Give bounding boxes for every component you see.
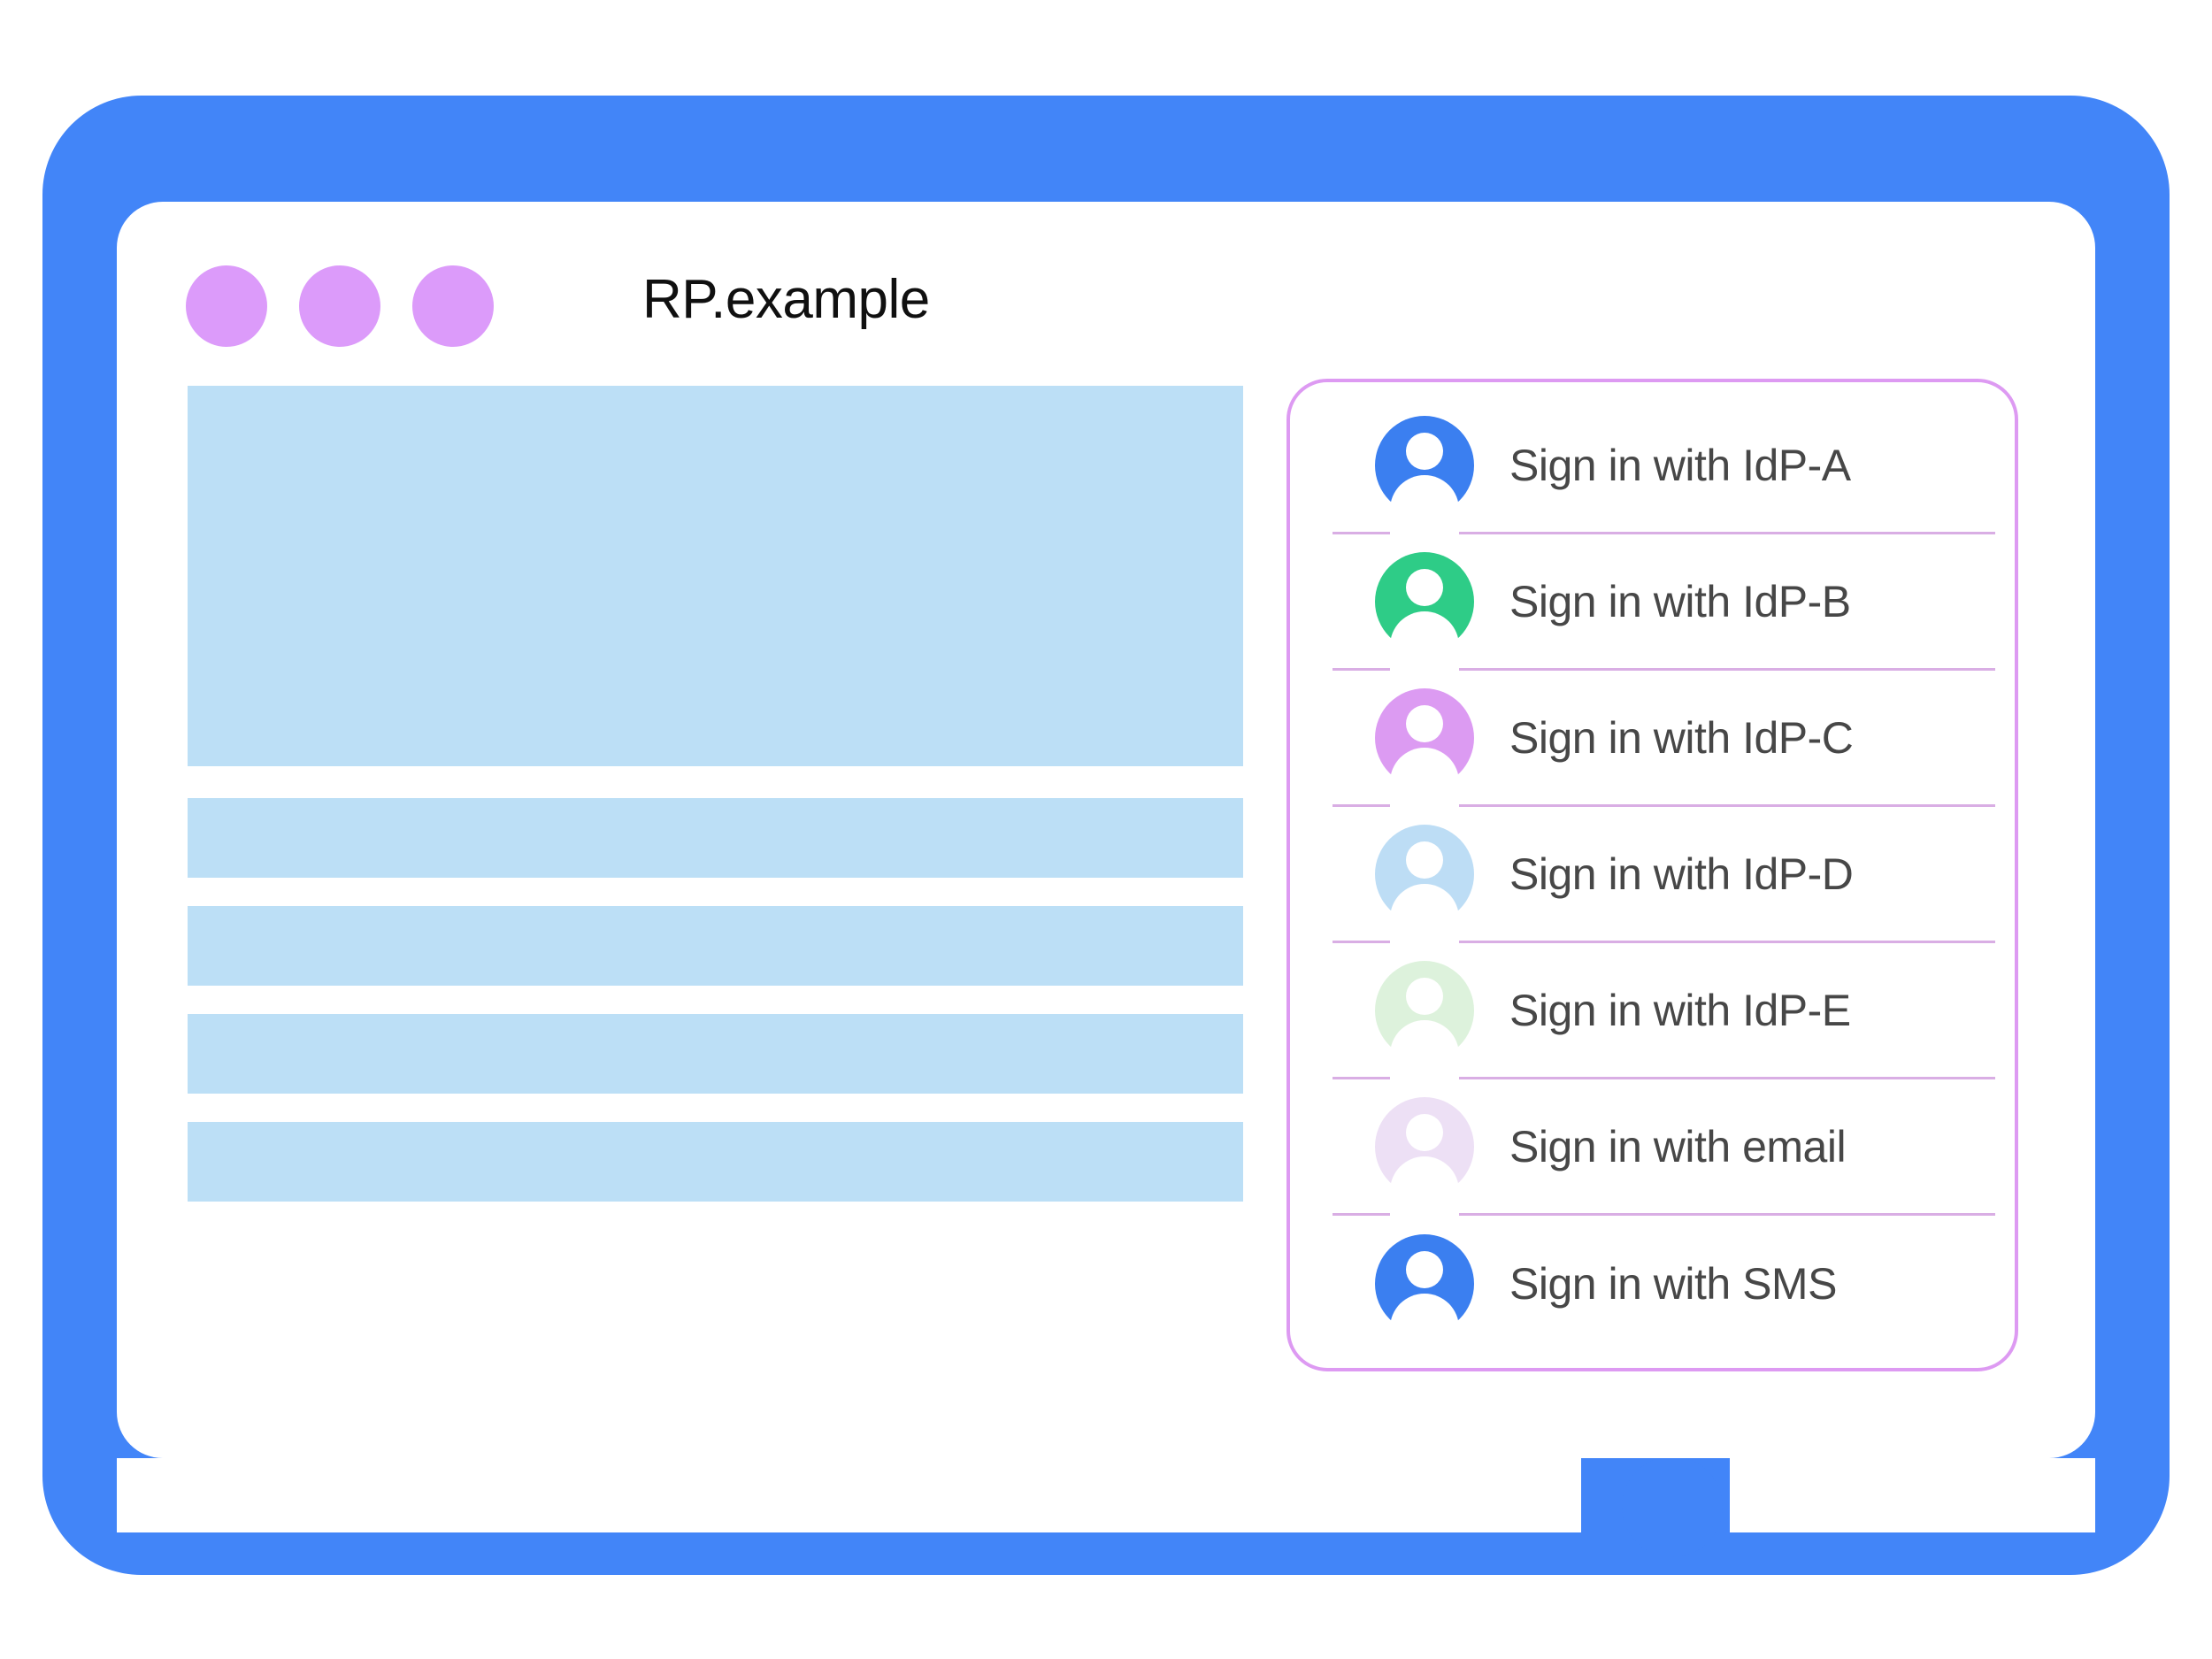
window-control-dot-3[interactable]	[412, 265, 494, 347]
signin-option-idp-a[interactable]: Sign in with IdP-A	[1333, 398, 1995, 544]
signin-option-label: Sign in with email	[1509, 1121, 1847, 1171]
home-button[interactable]	[1622, 1456, 1723, 1557]
account-avatar-icon	[1375, 551, 1474, 680]
browser-window: RP.example Sign in with IdP-A Sign in wi…	[117, 202, 2095, 1458]
account-avatar-icon	[1375, 960, 1474, 1089]
window-controls	[186, 265, 494, 347]
text-bar-4	[188, 1122, 1243, 1202]
signin-option-label: Sign in with IdP-C	[1509, 712, 1854, 763]
account-avatar-icon	[1375, 415, 1474, 544]
hero-block	[188, 386, 1243, 766]
signin-option-label: Sign in with IdP-D	[1509, 849, 1854, 899]
page-content-placeholders	[188, 386, 1243, 1202]
text-bar-3	[188, 1014, 1243, 1094]
signin-option-idp-b[interactable]: Sign in with IdP-B	[1333, 534, 1995, 680]
page-title: RP.example	[642, 269, 930, 330]
signin-option-email[interactable]: Sign in with email	[1333, 1079, 1995, 1225]
account-chooser-panel: Sign in with IdP-A Sign in with IdP-B Si…	[1286, 379, 2018, 1371]
text-bar-2	[188, 906, 1243, 986]
window-control-dot-2[interactable]	[299, 265, 380, 347]
account-avatar-icon	[1375, 1234, 1474, 1363]
account-avatar-icon	[1375, 1096, 1474, 1225]
frame-notch-right	[1730, 1458, 2095, 1532]
signin-option-label: Sign in with SMS	[1509, 1259, 1837, 1309]
signin-option-label: Sign in with IdP-E	[1509, 985, 1851, 1035]
text-bar-1	[188, 798, 1243, 878]
signin-option-label: Sign in with IdP-B	[1509, 576, 1851, 626]
signin-option-sms[interactable]: Sign in with SMS	[1333, 1216, 1995, 1363]
signin-option-idp-e[interactable]: Sign in with IdP-E	[1333, 943, 1995, 1089]
signin-option-idp-d[interactable]: Sign in with IdP-D	[1333, 807, 1995, 953]
signin-option-idp-c[interactable]: Sign in with IdP-C	[1333, 671, 1995, 817]
account-avatar-icon	[1375, 687, 1474, 817]
frame-notch-left	[117, 1458, 1581, 1532]
account-avatar-icon	[1375, 824, 1474, 953]
signin-option-label: Sign in with IdP-A	[1509, 440, 1851, 490]
window-control-dot-1[interactable]	[186, 265, 267, 347]
window-titlebar: RP.example	[117, 202, 2095, 370]
